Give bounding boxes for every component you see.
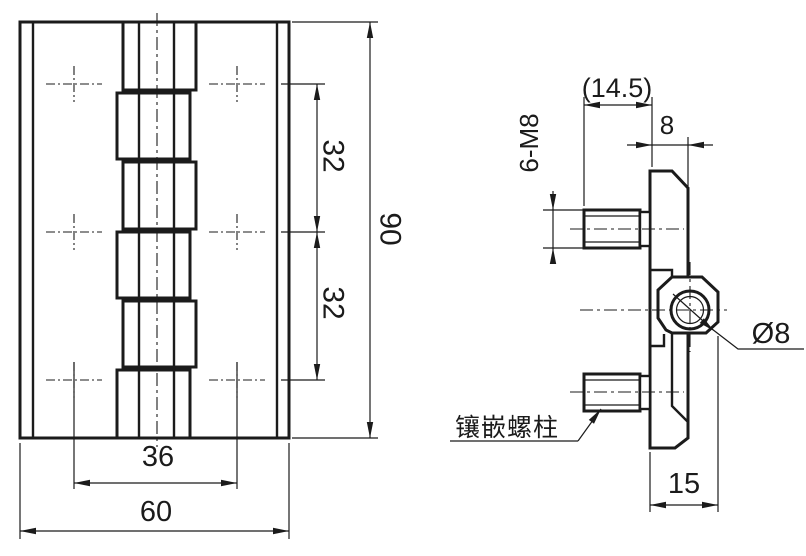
dimension-total-width: 60	[19, 443, 290, 539]
hinge-knuckle-segment	[121, 160, 198, 231]
dim-8-text: 8	[660, 110, 674, 140]
dim-15-text: 15	[668, 468, 700, 500]
dimension-hole-pitch: 32 32	[281, 83, 350, 381]
dim-90-text: 90	[374, 212, 407, 245]
side-view: (14.5) 8 6-M8 Ø8	[450, 73, 804, 512]
hinge-knuckle-segment	[121, 299, 198, 369]
knuckle-junction-lines	[650, 268, 689, 423]
dim-32-lower-text: 32	[317, 286, 350, 319]
hinge-knuckle-segment	[115, 368, 192, 440]
dimension-bottom-width: 15	[649, 336, 719, 512]
dimension-stud-thread: 6-M8	[514, 113, 586, 264]
dimension-leaf-top-width: 8	[627, 110, 713, 186]
dim-14-5-text: (14.5)	[582, 73, 653, 103]
stud-callout: 镶嵌螺柱	[450, 408, 602, 442]
hinge-knuckle-segment	[115, 230, 192, 300]
dimension-total-height: 90	[292, 21, 407, 439]
stud-upper	[570, 208, 684, 250]
dim-36-text: 36	[142, 441, 174, 473]
stud-lower	[570, 372, 684, 413]
dim-diameter-8-text: Ø8	[752, 318, 791, 350]
hinge-knuckle-segment	[115, 91, 192, 161]
stud-label-text: 镶嵌螺柱	[455, 414, 559, 442]
hinge-knuckle-segment	[121, 20, 198, 92]
dimension-pin-hole: Ø8	[672, 293, 804, 350]
dim-60-text: 60	[140, 496, 172, 528]
dim-32-upper-text: 32	[317, 139, 350, 172]
dim-6-m8-text: 6-M8	[514, 113, 544, 172]
dimension-stud-protrusion: (14.5)	[582, 73, 653, 206]
dimension-hole-span: 36	[73, 362, 238, 489]
front-view: 32 32 90 36 60	[18, 13, 407, 539]
